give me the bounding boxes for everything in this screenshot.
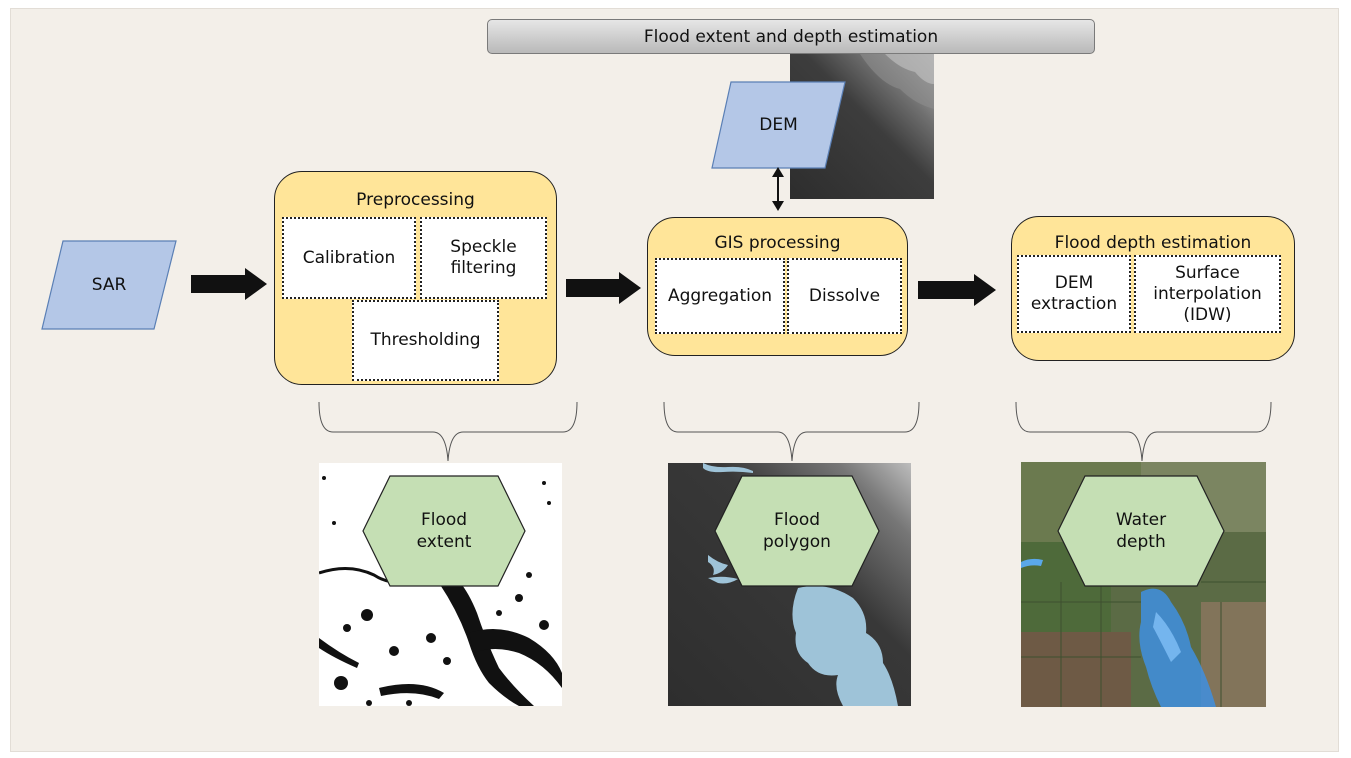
flood-polygon-label: Flood polygon <box>763 510 831 552</box>
step-aggregation: Aggregation <box>655 258 785 334</box>
flood-extent-label: Flood extent <box>416 510 472 552</box>
brace-gis <box>663 401 920 462</box>
step-thresholding: Thresholding <box>352 300 499 381</box>
step-dissolve: Dissolve <box>787 258 902 334</box>
preprocessing-title: Preprocessing <box>356 190 475 210</box>
step-surface-interpolation: Surface interpolation (IDW) <box>1134 255 1281 333</box>
brace-depth <box>1015 401 1272 462</box>
step-calibration: Calibration <box>282 217 416 299</box>
flood-depth-title: Flood depth estimation <box>1054 233 1252 253</box>
step-dem-extraction: DEM extraction <box>1017 255 1131 333</box>
flood-polygon-hexagon <box>714 475 880 587</box>
dem-input-label: DEM <box>759 115 798 135</box>
gis-processing-title: GIS processing <box>714 233 841 253</box>
brace-preprocessing <box>318 401 578 462</box>
sar-input-shape <box>41 240 177 330</box>
dem-input-shape <box>711 81 846 169</box>
water-depth-hexagon <box>1057 475 1225 587</box>
arrow-sar-to-preprocessing <box>191 268 267 300</box>
flood-extent-hexagon <box>362 475 526 587</box>
step-speckle-filtering: Speckle filtering <box>420 217 547 299</box>
diagram-title-banner: Flood extent and depth estimation <box>487 19 1095 54</box>
arrow-preprocessing-to-gis <box>566 272 641 304</box>
arrow-dem-gis-bidirectional <box>772 167 784 211</box>
arrow-gis-to-depth <box>918 274 996 306</box>
diagram-canvas: Flood extent and depth estimation DEM SA… <box>10 8 1339 752</box>
flow-arrows <box>191 167 1272 462</box>
sar-input-label: SAR <box>91 275 127 295</box>
water-depth-label: Water depth <box>1115 510 1167 552</box>
